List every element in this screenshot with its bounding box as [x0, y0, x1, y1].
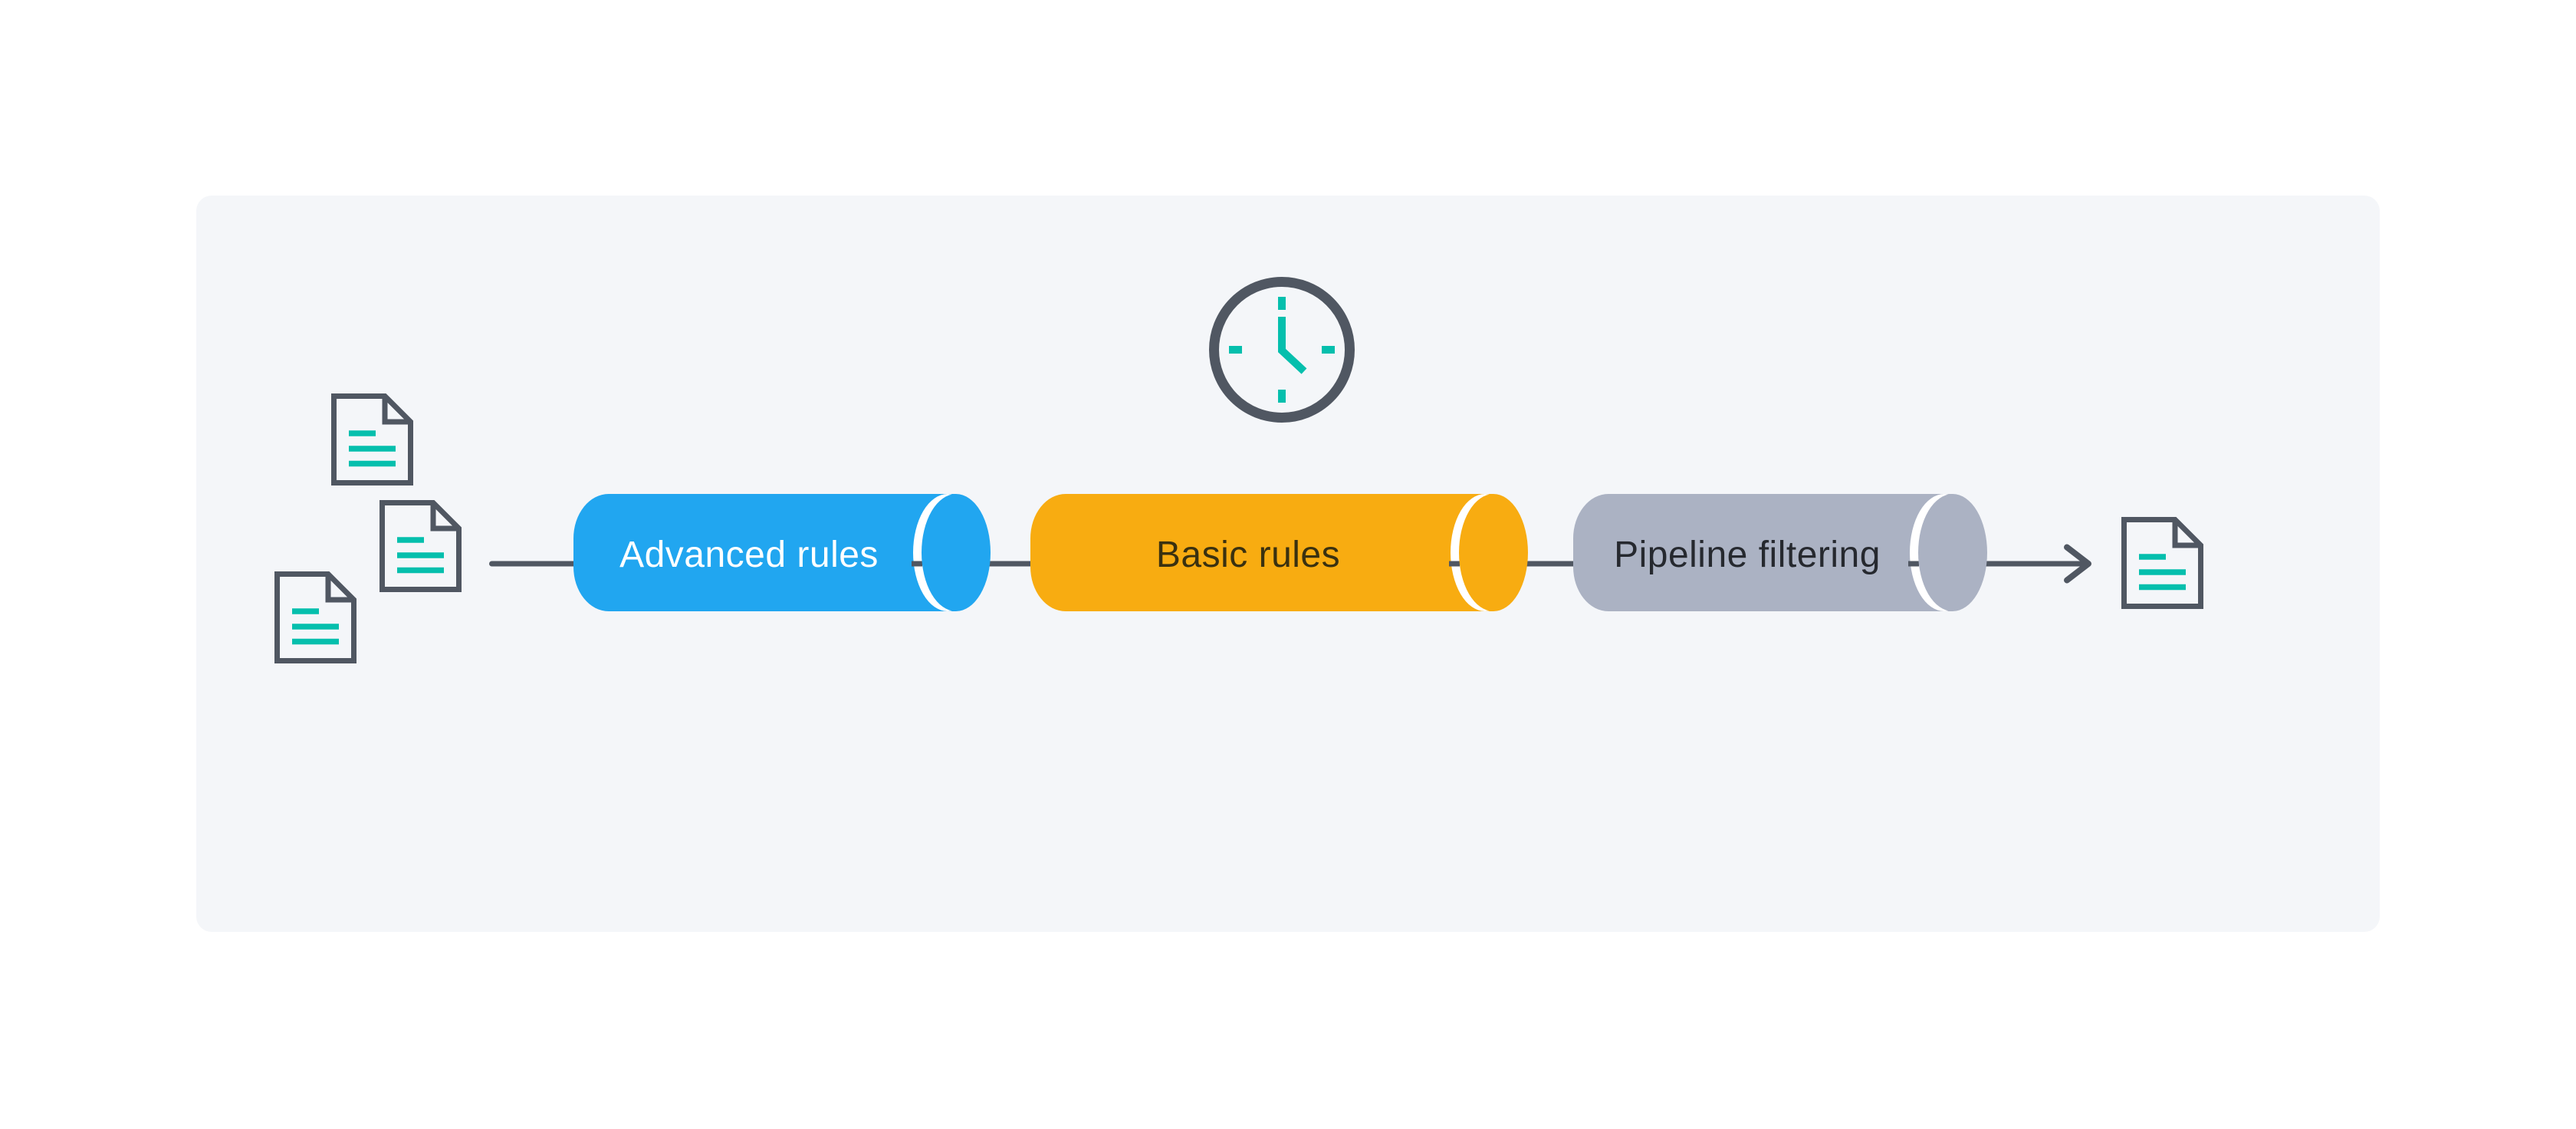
- clock-icon: [1209, 277, 1355, 423]
- stage-label: Pipeline filtering: [1614, 535, 1881, 575]
- stage-label: Advanced rules: [619, 535, 879, 575]
- input-document-icon: [334, 397, 411, 483]
- cylinder-cap: [1459, 494, 1528, 611]
- flow-line-stub: [912, 561, 922, 567]
- flow-line-stub: [1449, 561, 1460, 567]
- cylinder-body: [1573, 494, 1953, 611]
- cylinder-body: [573, 494, 956, 611]
- cylinder-body: [1030, 494, 1493, 611]
- clock-hands: [1278, 317, 1307, 374]
- stage-basic-rules: Basic rules: [1030, 494, 1528, 611]
- input-document-icon: [383, 503, 459, 590]
- flow-line-stub: [1908, 561, 1919, 567]
- output-document-icon: [2124, 520, 2201, 607]
- stage-label: Basic rules: [1156, 535, 1340, 575]
- input-document-icon: [278, 574, 354, 661]
- stage-advanced-rules: Advanced rules: [573, 494, 991, 611]
- stage-pipeline-filtering: Pipeline filtering: [1573, 494, 1987, 611]
- cylinder-cap: [1918, 494, 1987, 611]
- cylinder-cap: [922, 494, 991, 611]
- arrow-right-icon: [2064, 544, 2091, 584]
- clock-ring: [1209, 277, 1355, 423]
